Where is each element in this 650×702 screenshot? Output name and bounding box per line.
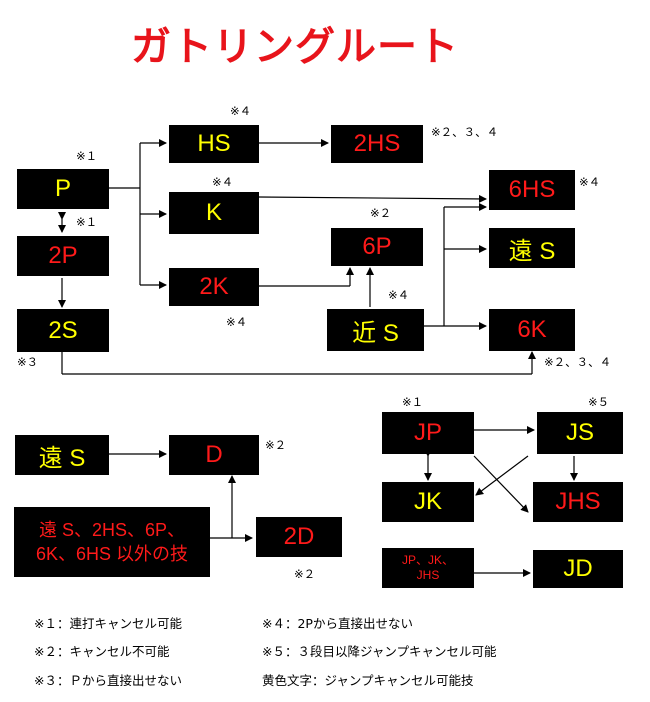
box-jump-multi: JP、JK、 JHS: [382, 548, 474, 588]
box-far-S-bottom: 遠 S: [15, 435, 109, 475]
note-2HS: ※２、３、４: [431, 125, 499, 139]
legend-yellow-text: 黄色文字：ジャンプキャンセル可能技: [262, 673, 474, 688]
note-K: ※４: [212, 175, 234, 189]
note-6HS: ※４: [579, 175, 601, 189]
note-6P: ※２: [370, 206, 392, 220]
box-far-S-top: 遠 S: [489, 228, 575, 268]
box-JS: JS: [537, 412, 623, 454]
box-near-S: 近 S: [327, 309, 424, 351]
box-HS: HS: [169, 125, 259, 163]
legend-note-3: ※３：Ｐから直接出せない: [34, 673, 182, 688]
jump-multi-line1: JP、JK、: [401, 553, 454, 567]
legend-note-1: ※１：連打キャンセル可能: [34, 616, 182, 631]
box-JD: JD: [533, 550, 623, 588]
box-P: P: [17, 169, 109, 209]
other-moves-line2: 6K、6HS 以外の技: [35, 544, 189, 564]
note-6K: ※２、３、４: [544, 355, 612, 369]
note-P: ※１: [76, 149, 98, 163]
box-6P: 6P: [331, 228, 423, 266]
note-JS: ※５: [588, 395, 610, 409]
box-6K: 6K: [489, 309, 575, 351]
box-K: K: [169, 192, 259, 234]
legend-note-5: ※５：３段目以降ジャンプキャンセル可能: [262, 644, 497, 659]
note-2S: ※３: [17, 355, 39, 369]
box-6HS: 6HS: [489, 170, 575, 210]
note-near-S: ※４: [388, 288, 410, 302]
legend-note-2: ※２：キャンセル不可能: [34, 644, 170, 659]
page-title: ガトリングルート: [131, 24, 459, 70]
box-2P: 2P: [17, 236, 109, 276]
box-2K: 2K: [169, 268, 259, 306]
box-2S: 2S: [17, 309, 109, 352]
box-2D: 2D: [256, 517, 342, 557]
box-other-moves: 遠 S、2HS、6P、 6K、6HS 以外の技: [14, 507, 210, 577]
note-D: ※２: [265, 438, 287, 452]
box-2HS: 2HS: [331, 125, 423, 163]
note-JP: ※１: [402, 395, 424, 409]
other-moves-line1: 遠 S、2HS、6P、: [38, 519, 186, 540]
box-JHS: JHS: [533, 482, 623, 522]
note-2K: ※４: [226, 315, 248, 329]
jump-multi-line2: JHS: [416, 568, 440, 582]
box-D: D: [169, 435, 259, 475]
note-2D: ※２: [294, 567, 316, 581]
note-2P: ※１: [76, 215, 98, 229]
note-HS: ※４: [230, 104, 252, 118]
legend-note-4: ※４：2Pから直接出せない: [262, 616, 413, 631]
box-JP: JP: [382, 412, 474, 454]
box-JK: JK: [382, 482, 474, 522]
